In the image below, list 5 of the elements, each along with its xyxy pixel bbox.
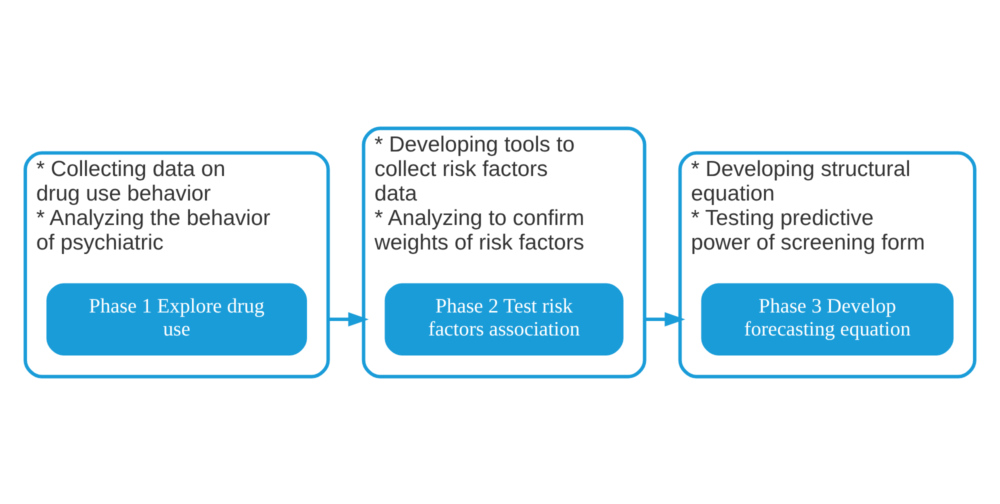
node-box: Phase 3 Develop forecasting equation [701, 282, 954, 355]
node-box: Phase 1 Explore drug use [46, 282, 307, 355]
node-box: Phase 2 Test risk factors association [384, 282, 624, 355]
arrow [644, 312, 686, 326]
arrow [328, 312, 369, 326]
